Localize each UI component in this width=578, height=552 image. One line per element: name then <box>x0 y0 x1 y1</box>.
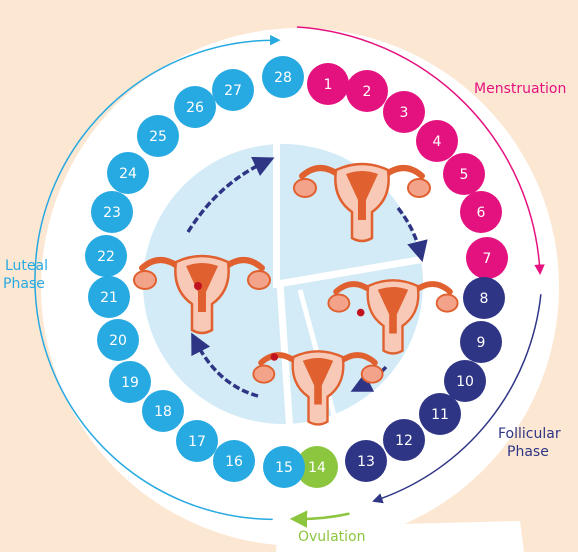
follicular-label-line2: Phase <box>507 444 549 460</box>
menstruation-label: Menstruation <box>474 81 566 97</box>
day-marker: 25 <box>137 115 179 157</box>
day-number: 10 <box>456 374 474 390</box>
day-number: 12 <box>395 433 413 449</box>
day-marker: 21 <box>88 276 130 318</box>
day-marker: 16 <box>213 440 255 482</box>
day-number: 8 <box>480 291 489 307</box>
day-number: 5 <box>460 167 469 183</box>
day-marker: 20 <box>97 319 139 361</box>
day-marker: 2 <box>346 70 388 112</box>
day-number: 26 <box>186 100 204 116</box>
luteal-label-line1: Luteal <box>5 258 48 274</box>
day-number: 7 <box>483 251 492 267</box>
day-marker: 12 <box>383 419 425 461</box>
day-marker: 17 <box>176 420 218 462</box>
day-number: 6 <box>477 205 486 221</box>
day-number: 24 <box>119 166 137 182</box>
day-marker: 15 <box>263 446 305 488</box>
day-number: 1 <box>324 77 333 93</box>
day-number: 4 <box>433 134 442 150</box>
day-marker: 24 <box>107 152 149 194</box>
day-marker: 11 <box>419 393 461 435</box>
day-number: 20 <box>109 333 127 349</box>
day-marker: 1 <box>307 63 349 105</box>
day-number: 19 <box>121 375 139 391</box>
day-marker: 4 <box>416 120 458 162</box>
day-number: 22 <box>97 249 115 265</box>
day-number: 16 <box>225 454 243 470</box>
day-number: 3 <box>400 105 409 121</box>
day-marker: 27 <box>212 69 254 111</box>
day-number: 2 <box>363 84 372 100</box>
day-marker: 22 <box>85 235 127 277</box>
day-number: 11 <box>431 407 449 423</box>
day-marker: 8 <box>463 277 505 319</box>
day-marker: 3 <box>383 91 425 133</box>
day-number: 18 <box>154 404 172 420</box>
day-marker: 19 <box>109 361 151 403</box>
day-marker: 7 <box>466 237 508 279</box>
day-number: 27 <box>224 83 242 99</box>
day-marker: 9 <box>460 321 502 363</box>
day-number: 15 <box>275 460 293 476</box>
day-number: 17 <box>188 434 206 450</box>
day-number: 21 <box>100 290 118 306</box>
day-marker: 23 <box>91 191 133 233</box>
day-number: 23 <box>103 205 121 221</box>
day-marker: 26 <box>174 86 216 128</box>
day-marker: 5 <box>443 153 485 195</box>
day-number: 14 <box>308 460 326 476</box>
day-number: 25 <box>149 129 167 145</box>
day-number: 9 <box>477 335 486 351</box>
day-marker: 6 <box>460 191 502 233</box>
follicular-label-line1: Follicular <box>498 426 561 442</box>
day-marker: 18 <box>142 390 184 432</box>
luteal-label-line2: Phase <box>3 276 45 292</box>
day-marker: 28 <box>262 56 304 98</box>
day-number: 13 <box>357 454 375 470</box>
day-marker: 13 <box>345 440 387 482</box>
ovulation-label: Ovulation <box>298 529 365 545</box>
day-number: 28 <box>274 70 292 86</box>
